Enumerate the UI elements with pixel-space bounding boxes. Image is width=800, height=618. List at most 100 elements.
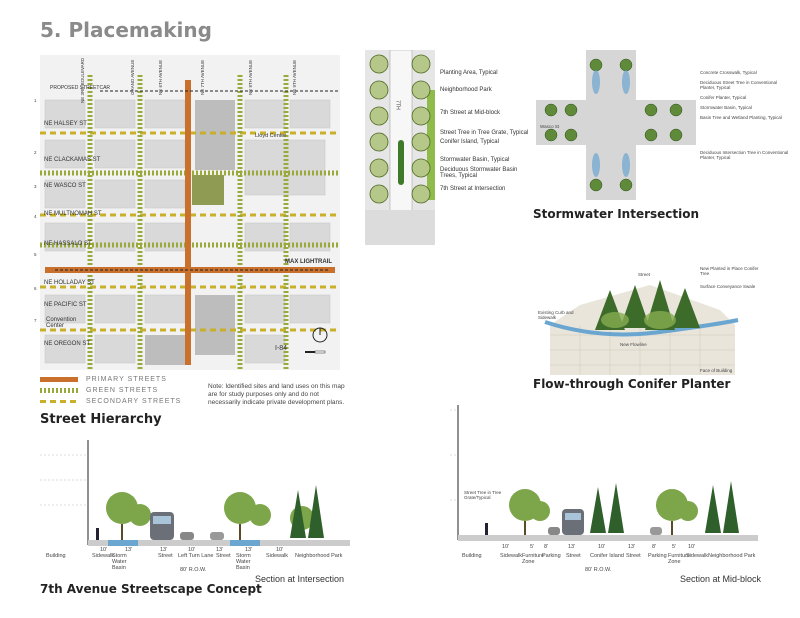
planter-callout-flowline: New Flowline <box>620 342 647 347</box>
intersection-dim-2: 13' <box>125 547 133 553</box>
intersection-callout-crosswalk: Concrete Crosswalk, Typical <box>700 70 757 75</box>
midblock-dim-7: 8' <box>652 544 657 550</box>
intersection-row-label: 80' R.O.W. <box>180 567 207 573</box>
section-intersection-graphic: 10' 13' 13' 10' 13' 13' 10' <box>40 440 350 560</box>
midblock-dim-4: 13' <box>568 544 576 550</box>
stormwater-intersection-caption: Stormwater Intersection <box>533 207 700 221</box>
legend-green-swatch <box>40 388 78 393</box>
legend-green: GREEN STREETS <box>40 385 181 396</box>
midblock-label-park: Neighborhood Park <box>708 553 756 559</box>
intersection-callout-intersection-tree: Deciduous Intersection Tree in Conventio… <box>700 150 789 160</box>
street-label-hassalo: NE HASSALO ST <box>44 241 92 247</box>
intersection-dim-1: 10' <box>100 547 108 553</box>
map-graphic <box>40 55 340 370</box>
legend-green-label: GREEN STREETS <box>86 387 159 394</box>
row-number-1: 1 <box>34 98 37 103</box>
plan-label-deciduous-trees: Deciduous Stormwater Basin Trees, Typica… <box>440 167 518 179</box>
street-label-7th: NE 7TH AVENUE <box>200 59 205 95</box>
midblock-dim-1: 10' <box>502 544 510 550</box>
street-label-holladay: NE HOLLADAY ST <box>44 280 95 286</box>
intersection-label-left-turn: Left Turn Lane <box>178 553 214 559</box>
midblock-dim-3: 8' <box>544 544 549 550</box>
plan-label-stormwater-basin: Stormwater Basin, Typical <box>440 157 510 163</box>
legend-secondary: SECONDARY STREETS <box>40 396 181 407</box>
row-number-7: 7 <box>34 318 37 323</box>
intersection-callout-conifer: Conifer Planter, Typical <box>700 95 747 100</box>
planter-callout-existing-curb: Existing Curb and Sidewalk <box>538 310 574 320</box>
midblock-label-furniture: Furniture Zone <box>522 553 545 565</box>
midblock-label-street: Street <box>566 553 581 559</box>
row-number-4: 4 <box>34 214 37 219</box>
intersection-label-street-1: Street <box>158 553 173 559</box>
section-midblock-graphic: Street Tree in Tree Grate/Typical 10' 5'… <box>450 405 760 550</box>
street-label-pacific: NE PACIFIC ST <box>44 302 87 308</box>
midblock-label-building: Building <box>462 553 482 559</box>
midblock-callout-street-tree: Street Tree in Tree Grate/Typical <box>464 490 502 500</box>
plan-street-label: 7TH <box>394 100 401 110</box>
intersection-callout-wetland: Basin Tree and Wetland Planting, Typical <box>700 115 782 120</box>
max-lightrail-label: MAX LIGHTRAIL <box>285 259 332 265</box>
plan-label-planting-area: Planting Area, Typical <box>440 70 498 76</box>
map-disclaimer-note: Note: Identified sites and land uses on … <box>208 383 345 406</box>
street-label-halsey: NE HALSEY ST <box>44 121 87 127</box>
stormwater-intersection-graphic: Wasco St <box>536 50 696 200</box>
midblock-dim-8: 5' <box>672 544 677 550</box>
streetscape-concept-caption: 7th Avenue Streetscape Concept <box>40 582 262 596</box>
street-label-6th: NE 6TH AVENUE <box>158 59 163 95</box>
street-label-9th: NE 9TH AVENUE <box>292 59 297 95</box>
midblock-label-furniture-2: Furniture Zone <box>668 553 691 565</box>
planter-callout-face-of-building: Face of Building <box>700 368 733 373</box>
street-label-wasco: NE WASCO ST <box>44 183 86 189</box>
plan-label-street-tree: Street Tree in Tree Grate, Typical <box>440 130 529 136</box>
midblock-dim-9: 10' <box>688 544 696 550</box>
intersection-label-sidewalk: Sidewalk <box>92 553 115 559</box>
midblock-dim-2: 5' <box>530 544 535 550</box>
midblock-dim-5: 10' <box>598 544 606 550</box>
legend-secondary-swatch <box>40 400 78 403</box>
legend-secondary-label: SECONDARY STREETS <box>86 398 182 405</box>
row-number-2: 2 <box>34 150 37 155</box>
intersection-callout-deciduous: Deciduous Street Tree in Conventional Pl… <box>700 80 778 90</box>
intersection-dim-4: 10' <box>188 547 196 553</box>
midblock-label-sidewalk-2: Sidewalk <box>686 553 709 559</box>
plan-label-midblock: 7th Street at Mid-block <box>440 110 501 116</box>
street-label-grand: GRAND AVENUE <box>130 59 135 95</box>
page-title: 5. Placemaking <box>40 18 212 42</box>
intersection-dim-5: 13' <box>216 547 224 553</box>
plan-label-conifer-island: Conifer Island, Typical <box>440 139 499 145</box>
convention-center-label: Convention Center <box>46 317 77 329</box>
planter-callout-new-tree: New Planted in Place Conifer Tree <box>700 266 759 276</box>
conifer-planter-graphic: Street New Planted in Place Conifer Tree… <box>538 266 759 375</box>
intersection-street-name: Wasco St <box>540 124 560 129</box>
midblock-dim-6: 13' <box>628 544 636 550</box>
row-number-3: 3 <box>34 184 37 189</box>
street-hierarchy-caption: Street Hierarchy <box>40 412 162 427</box>
street-label-multnomah: NE MULTNOMAH ST <box>44 211 102 217</box>
planter-callout-street: Street <box>638 272 651 277</box>
street-label-3rd: NE 3RD BOULEVARD <box>80 57 85 103</box>
planter-callout-swale: Surface Conveyance Swale <box>700 284 756 289</box>
legend-primary-label: PRIMARY STREETS <box>86 376 167 383</box>
intersection-label-park: Neighborhood Park <box>295 553 343 559</box>
midblock-label-street-2: Street <box>626 553 641 559</box>
intersection-dim-7: 10' <box>276 547 284 553</box>
intersection-dim-6: 13' <box>245 547 253 553</box>
plan-label-neighborhood-park: Neighborhood Park <box>440 87 492 93</box>
midblock-label-sidewalk: Sidewalk <box>500 553 523 559</box>
conifer-planter-caption: Flow-through Conifer Planter <box>533 377 731 391</box>
plan-detail-graphic: 7TH <box>365 49 435 246</box>
intersection-label-basin-2: Storm Water Basin <box>236 553 251 571</box>
intersection-label-building: Building <box>46 553 66 559</box>
legend-primary-swatch <box>40 377 78 382</box>
midblock-label-parking: Parking <box>542 553 561 559</box>
intersection-label-street-2: Street <box>216 553 231 559</box>
street-hierarchy-map: PROPOSED STREETCAR NE HALSEY ST NE CLACK… <box>40 55 340 370</box>
street-label-oregon: NE OREGON ST <box>44 341 91 347</box>
section-midblock-caption: Section at Mid-block <box>680 574 762 584</box>
legend-primary: PRIMARY STREETS <box>40 374 181 385</box>
row-number-5: 5 <box>34 252 37 257</box>
intersection-dim-3: 13' <box>160 547 168 553</box>
intersection-label-sidewalk-2: Sidewalk <box>266 553 289 559</box>
midblock-label-parking-2: Parking <box>648 553 667 559</box>
section-intersection-caption: Section at Intersection <box>255 574 345 584</box>
